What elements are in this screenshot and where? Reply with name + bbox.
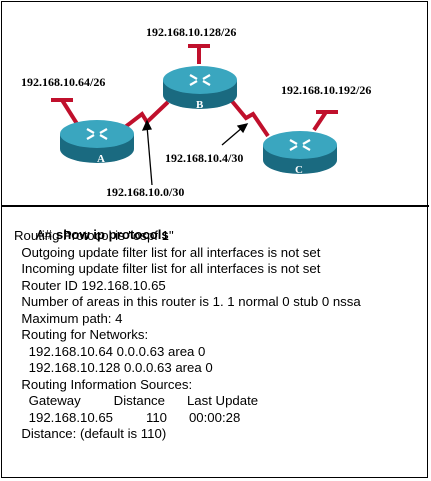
cli-output: A#show ip protocols Routing Protocol is …: [2, 207, 429, 479]
cli-output-line: 192.168.10.64 0.0.0.63 area 0: [14, 343, 206, 359]
router-a-label: A: [97, 153, 105, 165]
cli-output-line: 192.168.10.128 0.0.0.63 area 0: [14, 360, 213, 375]
cli-command-line: A#show ip protocols: [14, 211, 169, 260]
arrow-link-bc: [221, 123, 249, 146]
network-topology-diagram: 192.168.10.128/26 192.168.10.64/26 192.1…: [2, 2, 429, 207]
cli-output-line: Routing for Networks:: [14, 327, 149, 342]
link-b-c: [229, 98, 270, 138]
cli-output-line: 192.168.10.65 110 00:00:28: [14, 409, 241, 425]
cli-output-line: Routing Information Sources:: [14, 376, 193, 392]
net-b-label: 192.168.10.128/26: [146, 25, 237, 39]
router-c-icon: [263, 131, 337, 174]
cli-output-line: Router ID 192.168.10.65: [14, 277, 166, 293]
arrow-link-ab: [141, 119, 153, 186]
link-ab-label: 192.168.10.0/30: [106, 185, 185, 199]
cli-output-line: Maximum path: 4: [14, 310, 123, 326]
cli-command: show ip protocols: [55, 227, 169, 243]
stub-net-b: [188, 44, 210, 64]
cli-output-line: Incoming update filter list for all inte…: [14, 261, 321, 276]
cli-output-line: Routing Protocol is "ospf 1": [14, 228, 174, 243]
net-c-label: 192.168.10.192/26: [281, 83, 372, 97]
cli-output-line: Number of areas in this router is 1. 1 n…: [14, 294, 361, 309]
router-c-label: C: [295, 164, 303, 176]
net-a-label: 192.168.10.64/26: [21, 75, 106, 89]
stub-net-c: [312, 110, 338, 132]
topology-graphic: [51, 44, 338, 186]
router-a-icon: [60, 120, 134, 163]
cli-output-line: Outgoing update filter list for all inte…: [14, 244, 321, 260]
router-b-label: B: [196, 99, 204, 111]
cli-output-line: Distance: (default is 110): [14, 426, 167, 441]
cli-prompt: A#: [35, 227, 52, 243]
router-b-icon: [163, 66, 237, 109]
link-a-b: [118, 100, 170, 133]
link-bc-label: 192.168.10.4/30: [165, 151, 244, 165]
cli-output-line: Gateway Distance Last Update: [14, 393, 259, 408]
